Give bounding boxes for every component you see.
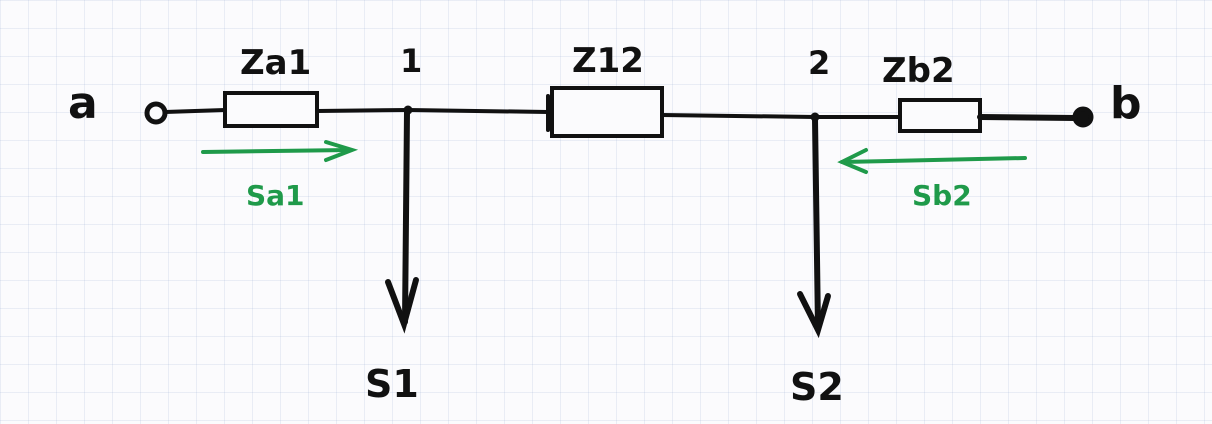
flow-sb2-arrowhead [837, 148, 868, 174]
flow-sb2-arrow-shaft [840, 156, 1027, 164]
load-s1-arrowhead [385, 277, 419, 334]
flow-sa1-label: Sa1 [246, 179, 305, 212]
impedance-za1-label: Za1 [240, 43, 311, 83]
load-s2-arrowhead [797, 291, 831, 339]
terminal-b-label: b [1110, 78, 1142, 129]
flow-sa1-arrow-shaft [201, 148, 352, 154]
impedance-z12-box [550, 86, 664, 138]
node-2-label: 2 [808, 44, 830, 82]
impedance-za1-box [223, 91, 319, 128]
terminal-b-node [1072, 106, 1094, 128]
impedance-zb2-box [898, 98, 982, 133]
load-s1-arrow-shaft [402, 109, 410, 325]
wire-a-to-za1 [163, 108, 227, 114]
impedance-zb2-label: Zb2 [882, 51, 955, 91]
terminal-a-label: a [68, 78, 98, 129]
terminal-a-node [144, 101, 168, 125]
flow-sb2-label: Sb2 [912, 179, 972, 212]
load-s1-label: S1 [365, 362, 419, 406]
impedance-z12-label: Z12 [572, 41, 644, 81]
wire-za1-to-node1 [315, 108, 410, 113]
wire-z12-to-node2 [660, 113, 817, 119]
load-s2-label: S2 [790, 365, 844, 409]
wire-node1-to-z12 [406, 108, 550, 114]
wire-zb2-to-b [977, 114, 1078, 121]
load-s2-arrow-shaft [812, 116, 821, 331]
flow-sa1-arrowhead [324, 140, 359, 162]
node-1-label: 1 [400, 42, 422, 80]
